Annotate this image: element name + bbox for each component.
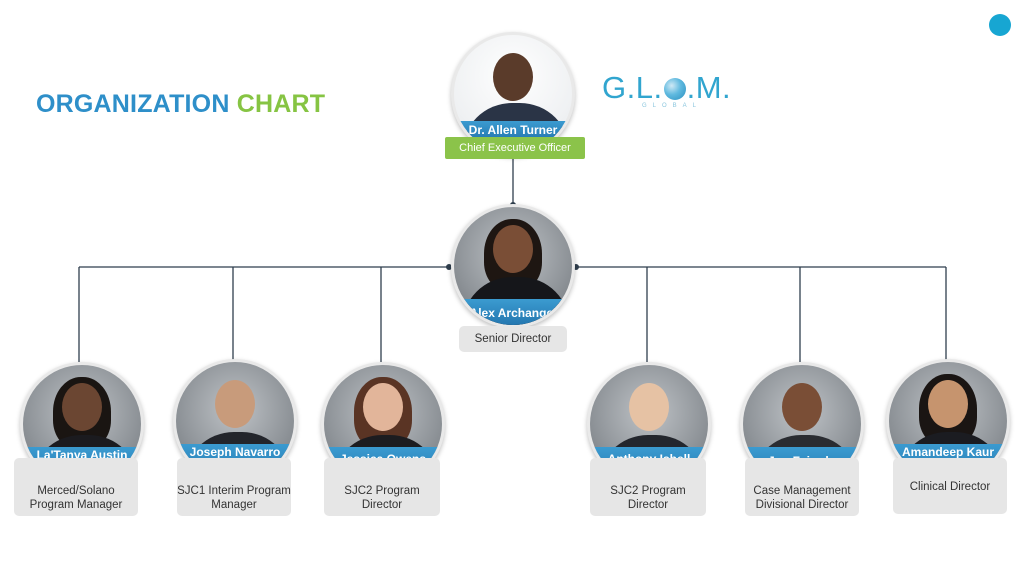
staff-role: Case Management Divisional Director xyxy=(745,458,859,516)
staff-role: Clinical Director xyxy=(893,458,1007,514)
staff-role: Merced/Solano Program Manager xyxy=(14,458,138,516)
staff-name: Amandeep Kaur xyxy=(901,445,995,459)
logo-subtitle: GLOBAL xyxy=(642,103,703,109)
senior-director-name: Alex Archangel xyxy=(469,306,557,320)
senior-director-node: Alex Archangel xyxy=(451,204,575,328)
title-part-1: ORGANIZATION xyxy=(36,90,230,118)
staff-role: SJC2 Program Director xyxy=(590,458,706,516)
staff-role: SJC1 Interim Program Manager xyxy=(177,458,291,516)
ceo-role-badge: Chief Executive Officer xyxy=(445,137,585,159)
senior-director-role: Senior Director xyxy=(459,326,567,352)
ceo-name: Dr. Allen Turner xyxy=(468,123,558,137)
title-part-2: CHART xyxy=(236,90,326,118)
connector-dot-left xyxy=(446,264,452,270)
staff-name: Joseph Navarro xyxy=(189,445,281,459)
page-title: ORGANIZATION CHART xyxy=(36,90,325,119)
logo-text-end: .M. xyxy=(686,70,732,105)
staff-role: SJC2 Program Director xyxy=(324,458,440,516)
avatar: Alex Archangel xyxy=(451,204,575,328)
connector-dot-right xyxy=(573,264,579,270)
accent-dot xyxy=(989,14,1011,36)
globe-icon xyxy=(663,78,686,100)
glom-logo: G.L. .M. GLOBAL xyxy=(602,70,731,112)
logo-text-start: G.L. xyxy=(602,70,663,105)
